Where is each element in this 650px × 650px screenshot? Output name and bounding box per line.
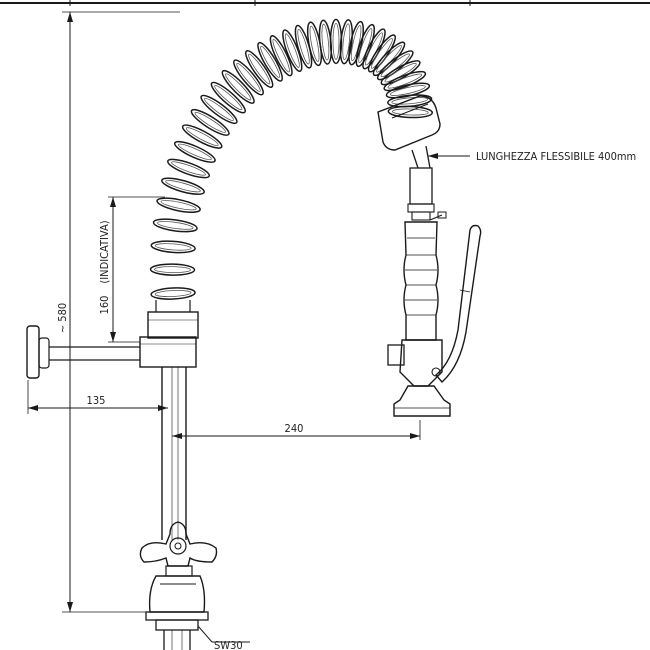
spring-coil-turn (181, 124, 223, 149)
spring-coil-inner (389, 85, 426, 96)
wall-offset-dimension: 135 (27, 380, 168, 414)
spring-coil-turn (149, 263, 196, 276)
spring-coil-turn (152, 218, 198, 233)
spring-coil-inner (154, 243, 192, 251)
spring-coil (149, 18, 434, 300)
spring-coil-inner (160, 200, 197, 211)
spring-coil-turn (233, 59, 264, 96)
spring-coil-inner (260, 45, 280, 78)
arm-height-note: (INDICATIVA) (98, 220, 111, 283)
total-height-dimension: ~ 580 (56, 11, 180, 613)
spring-coil-inner (236, 63, 261, 92)
total-height-label: ~ 580 (56, 303, 69, 333)
hose-length-label: LUNGHEZZA FLESSIBILE 400mm (476, 150, 636, 163)
spring-coil-inner (342, 23, 351, 61)
spring-coil-inner (391, 97, 429, 105)
spring-coil-turn (257, 41, 283, 82)
spring-coil-inner (309, 25, 320, 62)
spring-coil-turn (161, 177, 205, 195)
arm-height-dimension: 160 (INDICATIVA) (98, 196, 165, 343)
spray-valve (377, 95, 482, 417)
spring-coil-inner (384, 63, 417, 83)
spring-coil-turn (387, 105, 434, 119)
spring-coil-turn (190, 108, 230, 136)
spring-coil-turn (210, 81, 246, 114)
spring-coil-turn (294, 24, 313, 69)
top-border-lines (0, 0, 650, 6)
reach-label: 240 (285, 422, 304, 435)
spring-coil-turn (383, 70, 427, 92)
spring-coil-turn (355, 23, 375, 68)
reach-dimension: 240 (172, 420, 421, 440)
spring-coil-inner (165, 180, 201, 193)
spring-coil-inner (154, 266, 191, 274)
spring-coil-turn (221, 69, 255, 104)
spring-coil-turn (348, 20, 365, 66)
spring-coil-inner (214, 85, 243, 111)
spring-coil-turn (166, 158, 211, 179)
spring-coil-turn (362, 28, 386, 70)
spring-coil-inner (321, 23, 330, 61)
spring-coil-turn (156, 197, 201, 213)
spring-coil-inner (225, 73, 252, 101)
spring-coil-inner (178, 143, 212, 161)
spring-coil-inner (297, 28, 310, 65)
spring-coil-turn (150, 287, 196, 300)
mixer-tap-body (139, 521, 218, 650)
wall-offset-label: 135 (87, 394, 106, 407)
spring-coil-inner (157, 221, 194, 230)
spring-coil-inner (204, 97, 234, 121)
spring-coil-inner (358, 28, 373, 63)
spring-coil-inner (350, 25, 362, 62)
wrench-size-callout: SW30 (197, 625, 250, 650)
spring-coil-inner (391, 108, 429, 116)
spring-coil-turn (173, 140, 216, 163)
arm-height-label: 160 (98, 296, 111, 315)
spring-coil-turn (200, 94, 238, 125)
spring-coil-turn (150, 240, 196, 254)
spring-coil-inner (332, 23, 340, 60)
wall-bracket (26, 325, 197, 379)
wrench-size-label: SW30 (214, 639, 243, 650)
spring-coil-turn (329, 18, 343, 65)
spring-coil-turn (339, 19, 353, 65)
spring-coil-turn (245, 49, 274, 89)
spring-coil-turn (367, 34, 396, 73)
riser-pipe (147, 300, 199, 540)
spring-coil-inner (194, 111, 226, 133)
spring-coil-turn (269, 34, 293, 77)
spring-coil-inner (272, 39, 290, 73)
spring-coil-inner (171, 161, 206, 176)
spring-coil-inner (284, 33, 300, 68)
spring-coil-turn (376, 50, 414, 81)
spring-coil-inner (248, 53, 271, 85)
spring-coil-turn (282, 29, 303, 72)
spring-coil-turn (380, 60, 421, 86)
spring-coil-inner (154, 289, 192, 298)
spring-coil-inner (387, 73, 423, 89)
hose-length-callout: LUNGHEZZA FLESSIBILE 400mm (428, 150, 636, 163)
spring-coil-turn (372, 41, 406, 77)
spring-coil-inner (185, 127, 219, 146)
